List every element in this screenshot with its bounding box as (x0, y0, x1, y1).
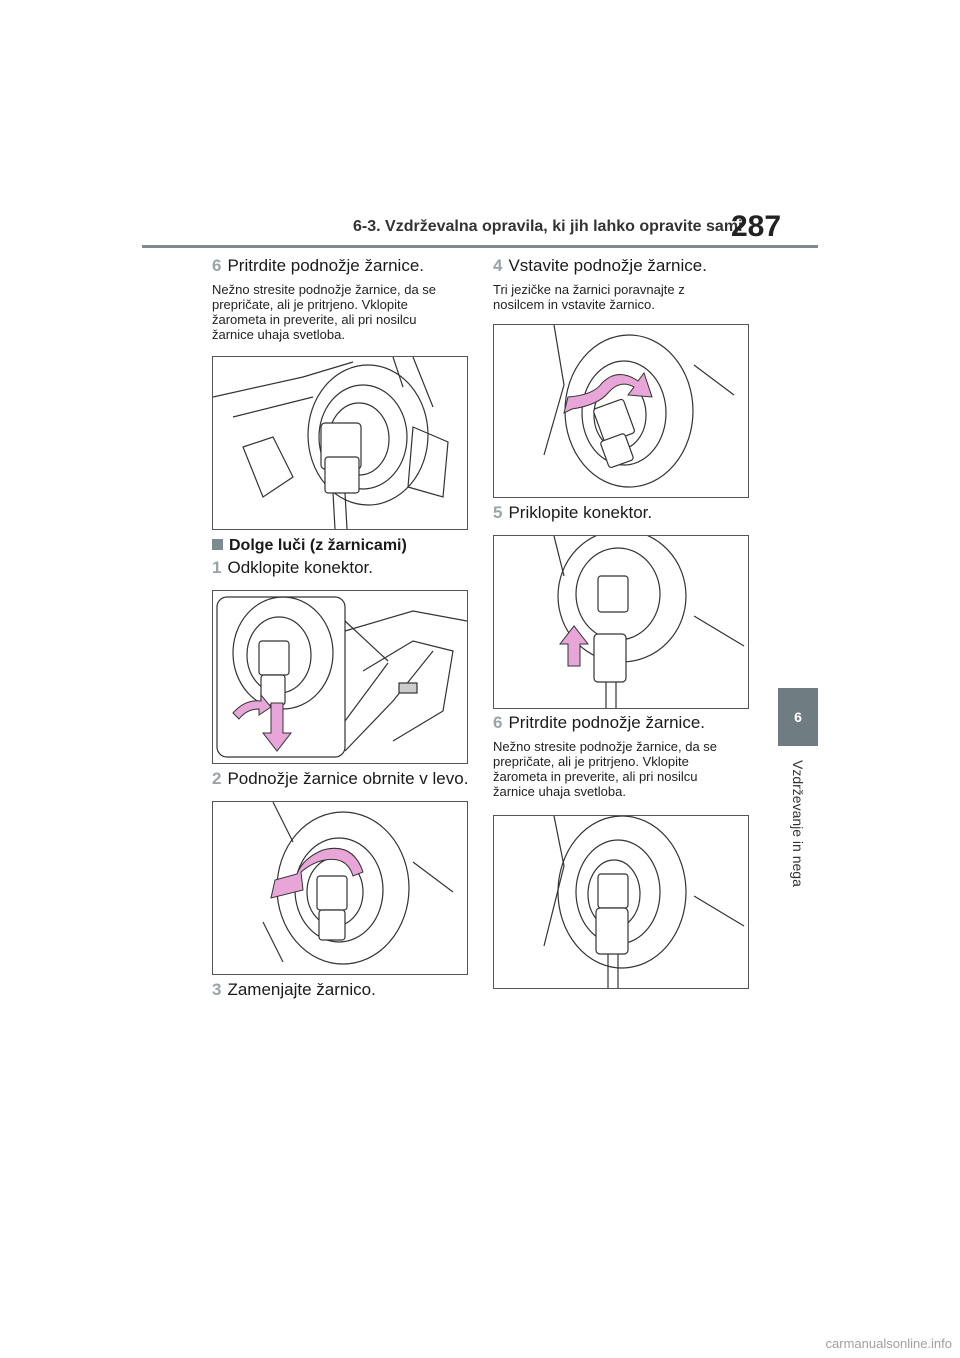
illustration-insert-bulb (543, 325, 735, 488)
footer-watermark: carmanualsonline.info (825, 1336, 952, 1351)
figure-attach-bulb-base (212, 356, 468, 530)
figure-disconnect-connector (212, 590, 468, 764)
page-header-title: 6-3. Vzdrževalna opravila, ki jih lahko … (353, 218, 743, 235)
chapter-label: Vzdrževanje in nega (790, 760, 806, 887)
figure-rotate-bulb-base (212, 801, 468, 975)
page-number: 287 (731, 210, 782, 243)
figure-insert-bulb-base (493, 324, 749, 498)
illustration-rotate-left (262, 802, 454, 965)
illustration-bulb-attached (543, 816, 745, 988)
figure-attach-bulb-base-right (493, 815, 749, 989)
section-title-high-beam: Dolge luči (z žarnicami) (212, 537, 407, 555)
figure-connect-connector (493, 535, 749, 709)
header-rule (142, 245, 818, 248)
illustration-connector-attach (553, 536, 745, 708)
section-marker-icon (212, 539, 223, 550)
illustration-connector-removal (216, 596, 467, 758)
illustration-headlight-connector (213, 357, 449, 529)
chapter-tab: 6 (778, 688, 818, 746)
